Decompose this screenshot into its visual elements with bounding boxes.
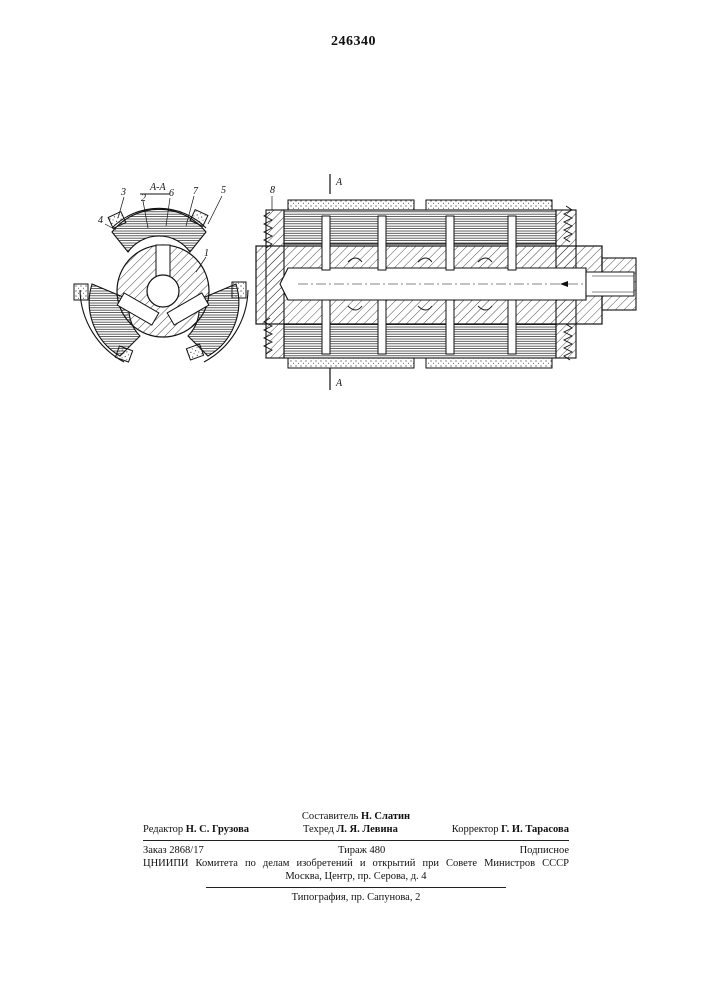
address: Москва, Центр, пр. Серова, д. 4 <box>143 870 569 883</box>
abrasive-bar-right <box>232 282 246 298</box>
printer: Типография, пр. Сапунова, 2 <box>143 891 569 904</box>
techred-name: Л. Я. Левина <box>336 824 397 835</box>
part-label-5: 5 <box>221 185 226 196</box>
colophon: Составитель Н. Слатин Редактор Н. С. Гру… <box>143 810 569 904</box>
circulation: Тираж 480 <box>338 844 385 857</box>
cross-section-view: A-A 3 4 2 6 7 5 1 <box>74 182 248 362</box>
part-label-1: 1 <box>204 248 209 259</box>
section-mark-bottom: A <box>335 378 343 389</box>
corrector-role: Корректор <box>452 824 499 835</box>
institute: ЦНИИПИ Комитета по делам изобретений и о… <box>143 857 569 870</box>
central-bore <box>147 275 179 307</box>
divider-top <box>143 840 569 841</box>
editor-role: Редактор <box>143 824 183 835</box>
editor-name: Н. С. Грузова <box>186 824 249 835</box>
abrasive-bar-left <box>74 284 88 300</box>
technical-drawing: A-A 3 4 2 6 7 5 1 A A 8 <box>0 0 707 420</box>
part-label-3: 3 <box>120 187 126 198</box>
section-label: A-A <box>149 182 166 193</box>
part-label-4: 4 <box>98 215 103 226</box>
compiler-line: Составитель Н. Слатин <box>143 810 569 823</box>
longitudinal-section-view: A A 8 <box>256 174 636 390</box>
section-mark-top: A <box>335 177 343 188</box>
print-info-line: Заказ 2868/17 Тираж 480 Подписное <box>143 844 569 857</box>
part-label-2: 2 <box>141 193 146 204</box>
techred-role: Техред <box>303 824 334 835</box>
part-label-6: 6 <box>169 188 174 199</box>
staff-line: Редактор Н. С. Грузова Техред Л. Я. Леви… <box>143 823 569 836</box>
editor: Редактор Н. С. Грузова <box>143 823 249 836</box>
compiler-role: Составитель <box>302 811 358 822</box>
part-label-8: 8 <box>270 185 275 196</box>
corrector-name: Г. И. Тарасова <box>501 824 569 835</box>
techred: Техред Л. Я. Левина <box>303 823 398 836</box>
subscription: Подписное <box>520 844 569 857</box>
part-label-7: 7 <box>193 186 199 197</box>
compiler-name: Н. Слатин <box>361 811 410 822</box>
order-number: Заказ 2868/17 <box>143 844 204 857</box>
corrector: Корректор Г. И. Тарасова <box>452 823 569 836</box>
divider-bottom <box>206 887 506 888</box>
